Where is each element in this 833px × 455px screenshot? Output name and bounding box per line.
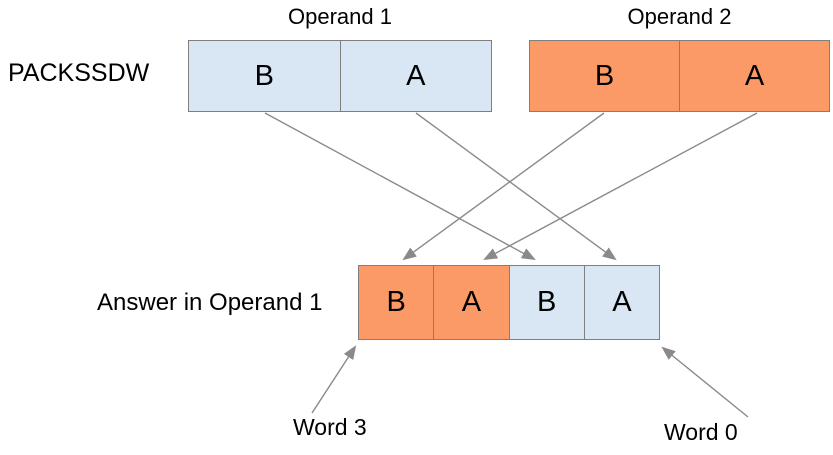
- operand1-register: B A: [188, 40, 492, 112]
- answer-cell-3-label: A: [612, 286, 632, 318]
- answer-cell-2: B: [508, 266, 584, 339]
- arrow-word3-to-answer-corner: [311, 345, 357, 414]
- operand1-cell-b-label: B: [254, 59, 274, 92]
- arrow-operand1-b-to-answer: [264, 112, 536, 261]
- arrow-operand2-a-to-answer: [483, 112, 758, 260]
- operand1-cell-b: B: [189, 41, 340, 111]
- answer-cell-1-label: A: [461, 286, 482, 318]
- operand2-title: Operand 2: [627, 4, 732, 29]
- operand2-cell-b-label: B: [594, 59, 615, 92]
- answer-cell-1: A: [433, 266, 509, 339]
- word0-label: Word 0: [664, 419, 738, 445]
- word3-label: Word 3: [293, 414, 367, 440]
- operand1-cell-a: A: [339, 41, 491, 111]
- answer-register: B A B A: [358, 265, 660, 340]
- arrow-operand2-b-to-answer: [402, 112, 605, 261]
- answer-cell-2-label: B: [536, 286, 557, 318]
- operand2-cell-a-label: A: [744, 59, 765, 92]
- operand1-title: Operand 1: [288, 4, 392, 29]
- answer-cell-0: B: [359, 266, 434, 339]
- answer-cell-0-label: B: [386, 286, 406, 318]
- operand2-cell-a: A: [679, 41, 829, 111]
- operand2-cell-b: B: [530, 41, 679, 111]
- arrow-operand1-a-to-answer: [415, 112, 617, 261]
- answer-cell-3: A: [583, 266, 659, 339]
- instruction-label: PACKSSDW: [8, 59, 150, 87]
- arrow-word0-to-answer-corner: [661, 346, 749, 418]
- answer-label: Answer in Operand 1: [97, 289, 323, 316]
- operand1-cell-a-label: A: [406, 59, 426, 92]
- operand2-register: B A: [529, 40, 830, 112]
